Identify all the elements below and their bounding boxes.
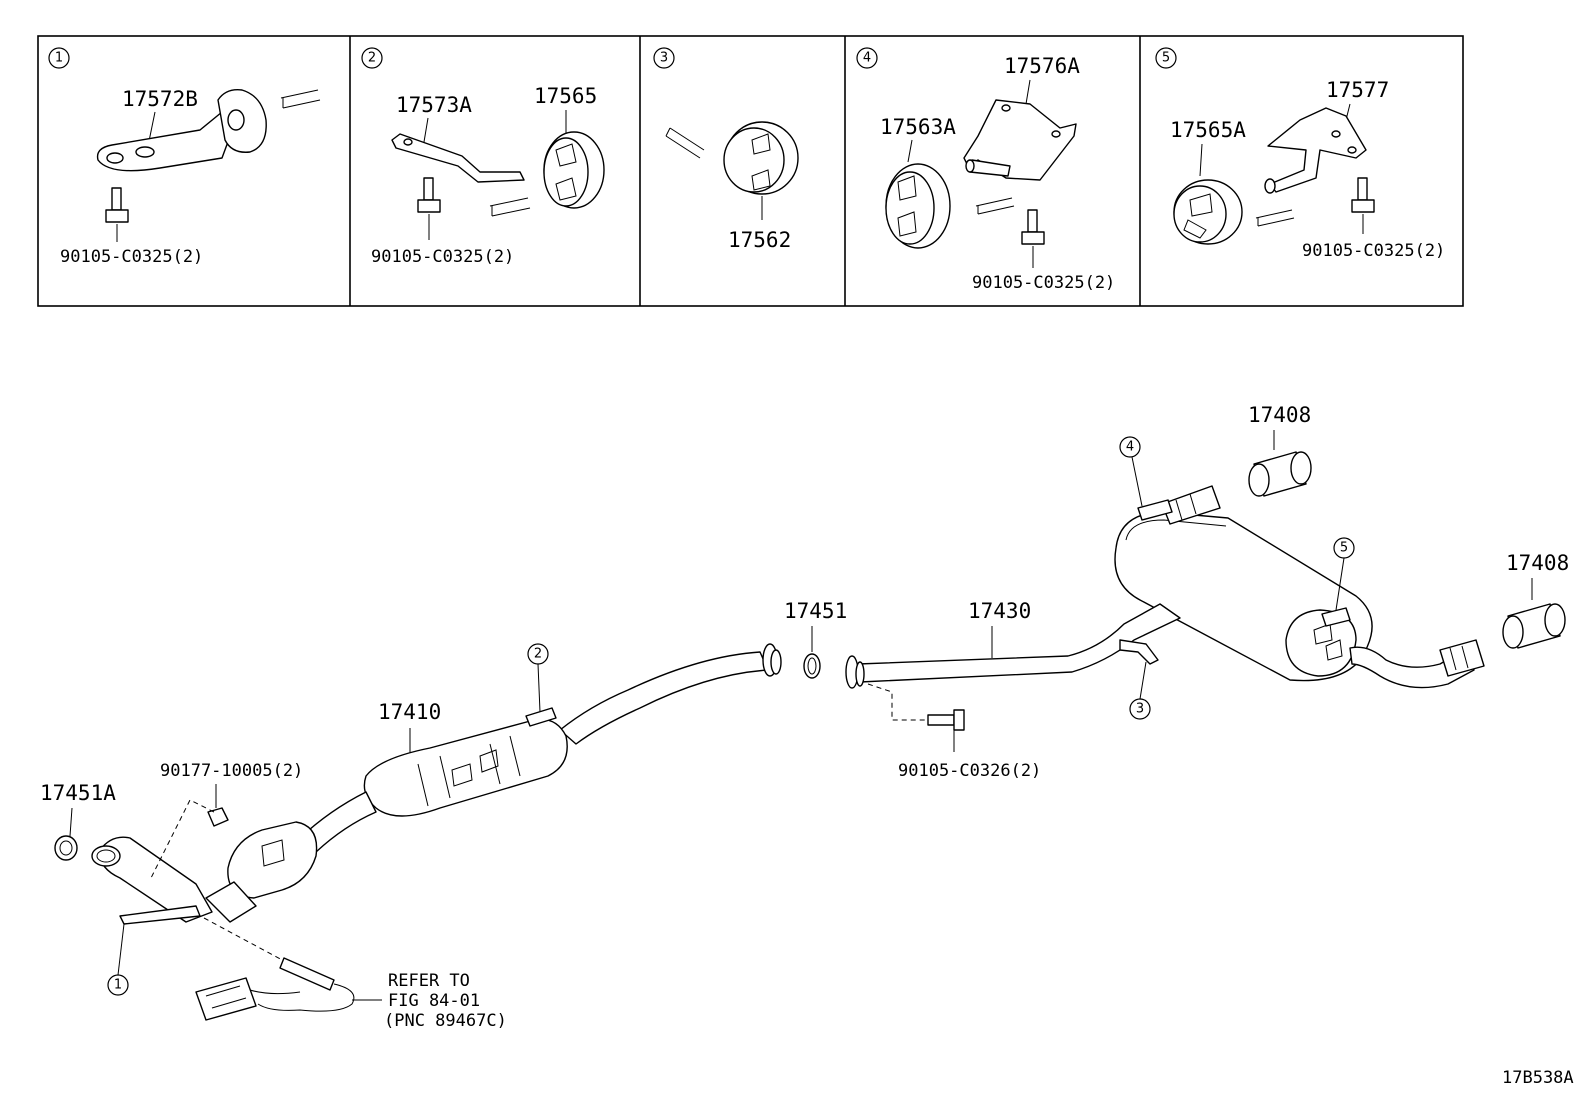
- front-pipe-17410: 17410: [91, 643, 782, 925]
- part-label-90105-c0326: 90105-C0326(2): [898, 761, 1041, 781]
- part-label-17572B: 17572B: [122, 87, 198, 111]
- part-label-17576A: 17576A: [1004, 54, 1080, 78]
- callout-1: 1: [107, 923, 129, 996]
- inset-2: 2 17573A 17565 90105-C0325(2): [361, 47, 605, 267]
- inset-panel: [37, 35, 1464, 307]
- muffler: [1114, 485, 1485, 689]
- gasket-17451: 17451: [784, 599, 847, 679]
- svg-text:1: 1: [114, 978, 122, 993]
- svg-text:3: 3: [1136, 702, 1144, 717]
- inset-4: 4 17576A 17563A 90105-C0325(2): [856, 47, 1115, 293]
- part-label-17565A: 17565A: [1170, 118, 1246, 142]
- oxygen-sensor: [195, 917, 382, 1021]
- part-label-90105-c0325: 90105-C0325(2): [60, 247, 203, 267]
- svg-text:2: 2: [534, 647, 542, 662]
- tail-pipe-17430: 17430: [845, 599, 1181, 689]
- reference-line-1: REFER TO: [388, 971, 470, 991]
- part-label-17577: 17577: [1326, 78, 1389, 102]
- part-label-90105-c0325: 90105-C0325(2): [972, 273, 1115, 293]
- part-label-17563A: 17563A: [880, 115, 956, 139]
- callout-5: 5: [1333, 537, 1355, 611]
- inset-number: 3: [660, 51, 668, 66]
- part-label-90177-10005: 90177-10005(2): [160, 761, 303, 781]
- inset-number: 4: [863, 51, 871, 66]
- part-label-17573A: 17573A: [396, 93, 472, 117]
- inset-number: 5: [1162, 51, 1170, 66]
- callout-4: 4: [1119, 436, 1143, 507]
- tail-pipe-cap-right: 17408: [1502, 551, 1569, 649]
- part-label-17410: 17410: [378, 700, 441, 724]
- part-label-90105-c0325: 90105-C0325(2): [1302, 241, 1445, 261]
- svg-text:5: 5: [1340, 541, 1348, 556]
- part-label-90105-c0325: 90105-C0325(2): [371, 247, 514, 267]
- part-label-17408-right: 17408: [1506, 551, 1569, 575]
- part-label-17562: 17562: [728, 228, 791, 252]
- inset-3: 3 17562: [653, 47, 799, 252]
- part-label-17430: 17430: [968, 599, 1031, 623]
- part-label-17451: 17451: [784, 599, 847, 623]
- callout-3: 3: [1129, 661, 1151, 720]
- reference-note: REFER TO FIG 84-01 (PNC 89467C): [384, 971, 507, 1031]
- part-label-17408-top: 17408: [1248, 403, 1311, 427]
- gasket-17451A: 17451A: [40, 781, 116, 861]
- reference-line-2: FIG 84-01: [388, 991, 480, 1011]
- inset-number: 2: [368, 51, 376, 66]
- inset-number: 1: [55, 51, 63, 66]
- figure-code: 17B538A: [1502, 1068, 1574, 1088]
- inset-1: 1 17572B 90105-C0325(2): [48, 47, 321, 267]
- inset-5: 5 17577 17565A 90105-C0325(2): [1155, 47, 1445, 261]
- reference-line-3: (PNC 89467C): [384, 1011, 507, 1031]
- bolt-90105-c0326: 90105-C0326(2): [867, 683, 1041, 781]
- part-label-17451A: 17451A: [40, 781, 116, 805]
- tail-pipe-cap-top: 17408: [1248, 403, 1312, 497]
- part-label-17565: 17565: [534, 84, 597, 108]
- svg-text:4: 4: [1126, 440, 1134, 455]
- callout-2: 2: [527, 643, 549, 713]
